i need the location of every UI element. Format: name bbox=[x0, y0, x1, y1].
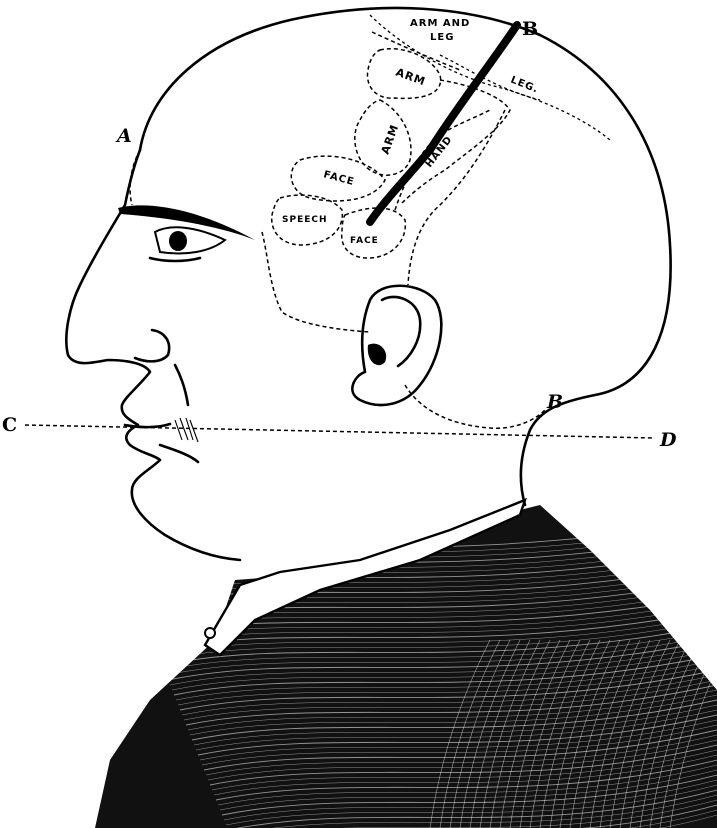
point-label-d: D bbox=[659, 429, 677, 451]
region-label-face-lower: FACE bbox=[350, 236, 379, 246]
region-label-speech: SPEECH bbox=[282, 215, 328, 225]
head-outline bbox=[140, 8, 671, 505]
chin-line bbox=[160, 445, 198, 462]
point-label-c: C bbox=[2, 414, 17, 436]
c-d-reference-line bbox=[25, 425, 655, 438]
region-label-face-upper: FACE bbox=[322, 169, 355, 188]
point-label-a: A bbox=[115, 125, 132, 147]
collar-button-icon bbox=[205, 628, 215, 638]
eye bbox=[150, 227, 225, 261]
region-label-arm-lower: ARM bbox=[379, 123, 402, 157]
region-label-arm-and-leg-2: LEG bbox=[430, 32, 454, 43]
point-label-b-lower: B bbox=[546, 391, 563, 413]
point-label-b-top: B bbox=[522, 18, 538, 40]
cheek-line bbox=[175, 365, 188, 405]
region-label-arm-upper: ARM bbox=[394, 66, 428, 89]
region-label-arm-and-leg-1: ARM AND bbox=[410, 18, 470, 29]
region-label-leg: LEG. bbox=[509, 75, 540, 96]
jaw-shading bbox=[175, 418, 198, 442]
central-fissure-line bbox=[370, 25, 517, 222]
nostril-line bbox=[135, 330, 169, 361]
ear bbox=[352, 286, 441, 405]
